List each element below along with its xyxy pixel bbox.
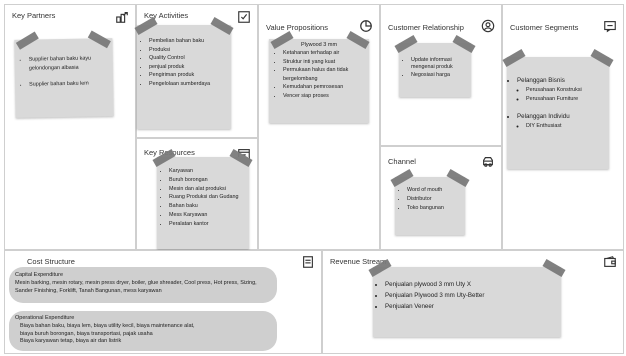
list-item: Penjualan Veneer [385, 301, 561, 312]
list-item: Quality Control [149, 54, 231, 63]
list-item: Ruang Produksi dan Gudang [169, 193, 249, 202]
list-item: Buruh borongan [169, 176, 249, 185]
capital-expenditure-title: Capital Expenditure [15, 272, 64, 278]
key-partners-block: Key Partners Supplier bahan baku kayu ge… [4, 4, 136, 250]
capital-expenditure-pill: Capital Expenditure Mesin barking, mesin… [9, 267, 277, 303]
list-item: DIY Enthusiast [526, 122, 609, 131]
list-item: Peralatan kantor [169, 220, 249, 229]
handshake-icon [115, 10, 129, 24]
tape [210, 17, 234, 35]
list-item: Penjualan Plywood 3 mm Uty-Better [385, 290, 561, 301]
segment-group-label: Pelanggan Individu [517, 113, 570, 121]
list-item: Update informasi mengenai produk [411, 57, 471, 72]
customer-relationship-note: Update informasi mengenai produk Negosia… [394, 35, 476, 97]
revenue-stream-block: Revenue Stream Penjualan plywood 3 mm Ut… [322, 250, 624, 354]
list-item: Struktur inti yang kuat [283, 58, 369, 67]
customer-segments-title: Customer Segments [510, 23, 579, 32]
tape [590, 49, 614, 67]
list-item: Mesin dan alat produksi [169, 185, 249, 194]
list-item: Kemudahan pemrosesan [283, 83, 369, 92]
operational-expenditure-line: Biaya bahan baku, biaya lem, biaya utili… [20, 322, 195, 329]
key-resources-note: Karyawan Buruh borongan Mesin dan alat p… [152, 149, 253, 249]
list-item: Karyawan [169, 167, 249, 176]
checkbox-icon [237, 10, 251, 24]
key-activities-block: Key Activities Pembelian bahan baku Prod… [134, 4, 258, 138]
list-item: Perusahaan Furniture [526, 95, 609, 104]
list-item: Mess Karyawan [169, 211, 249, 220]
list-item: Bahan baku [169, 202, 249, 211]
document-icon [301, 255, 315, 269]
list-item: Pengiriman produk [149, 71, 231, 80]
list-item: Pengelolaan sumberdaya [149, 80, 231, 89]
operational-expenditure-pill: Operational Expenditure Biaya bahan baku… [9, 311, 277, 351]
key-activities-title: Key Activities [144, 11, 189, 20]
cost-structure-title: Cost Structure [27, 257, 75, 266]
channel-note: Word of mouth Distributor Toko bangunan [390, 169, 470, 235]
list-item: Perusahaan Konstruksi [526, 86, 609, 95]
tape [542, 259, 566, 277]
business-model-canvas: Key Partners Supplier bahan baku kayu ge… [4, 4, 624, 354]
value-propositions-block: Value Propositions Plywood 3 mm Ketahana… [258, 4, 380, 250]
channel-title: Channel [388, 157, 416, 166]
list-item: Penjualan plywood 3 mm Uty X [385, 279, 561, 290]
tape [502, 49, 526, 67]
value-proposition-heading: Plywood 3 mm [300, 42, 338, 48]
customer-segments-block: Customer Segments Pelanggan Bisnis Perus… [502, 4, 624, 250]
key-partners-note: Supplier bahan baku kayu gelondongan alb… [14, 30, 114, 118]
list-item: Pembelian bahan baku [149, 37, 231, 46]
list-item: Permukaan halus dan tidak bergelombang [283, 66, 369, 83]
operational-expenditure-title: Operational Expenditure [15, 315, 75, 321]
tape [452, 35, 476, 53]
list-item: Supplier bahan baku kayu gelondongan alb… [29, 54, 113, 73]
list-item: Pelanggan Individu DIY Enthusiast [517, 111, 609, 131]
user-circle-icon [481, 19, 495, 33]
list-item: Pelanggan Bisnis Perusahaan Konstruksi P… [517, 75, 609, 103]
list-item: Produksi [149, 46, 231, 55]
wallet-icon [603, 255, 617, 269]
customer-relationship-title: Customer Relationship [388, 23, 464, 32]
list-item: penjual produk [149, 63, 231, 72]
customer-relationship-block: Customer Relationship Update informasi m… [380, 4, 502, 146]
tape [15, 31, 39, 50]
key-partners-title: Key Partners [12, 11, 56, 20]
tape [87, 30, 111, 49]
operational-expenditure-line: Biaya karyawan tetap, biaya air dan list… [20, 338, 122, 345]
list-item: Toko bangunan [407, 204, 465, 213]
operational-expenditure-line: biaya buruh borongan, biaya transportasi… [20, 330, 153, 337]
tape [390, 169, 414, 187]
tape [394, 35, 418, 53]
pie-chart-icon [359, 19, 373, 33]
list-item: Distributor [407, 195, 465, 204]
key-activities-note: Pembelian bahan baku Produksi Quality Co… [134, 17, 234, 129]
key-resources-block: Key Resources Karyawan Buruh borongan Me… [136, 138, 258, 250]
revenue-stream-note: Penjualan plywood 3 mm Uty X Penjualan P… [368, 259, 566, 337]
cost-structure-block: Cost Structure Capital Expenditure Mesin… [4, 250, 322, 354]
revenue-stream-title: Revenue Stream [330, 257, 387, 266]
segment-group-label: Pelanggan Bisnis [517, 77, 565, 84]
value-propositions-title: Value Propositions [266, 23, 328, 32]
tape [446, 169, 470, 187]
list-item: Word of mouth [407, 186, 465, 195]
capital-expenditure-text: Mesin barking, mesin rotary, mesin press… [15, 280, 257, 295]
truck-icon [481, 155, 495, 169]
list-item: Supplier bahan baku lem [29, 79, 113, 89]
list-item: Negosiasi harga [411, 72, 471, 79]
list-item: Ketahanan terhadap air [283, 49, 369, 58]
list-item: Vencer siap proses [283, 92, 369, 101]
customer-segments-note: Pelanggan Bisnis Perusahaan Konstruksi P… [502, 49, 614, 169]
value-propositions-note: Plywood 3 mm Ketahanan terhadap air Stru… [269, 31, 370, 123]
chat-bubble-icon [603, 19, 617, 33]
channel-block: Channel Word of mouth Distributor Toko b… [380, 146, 502, 250]
